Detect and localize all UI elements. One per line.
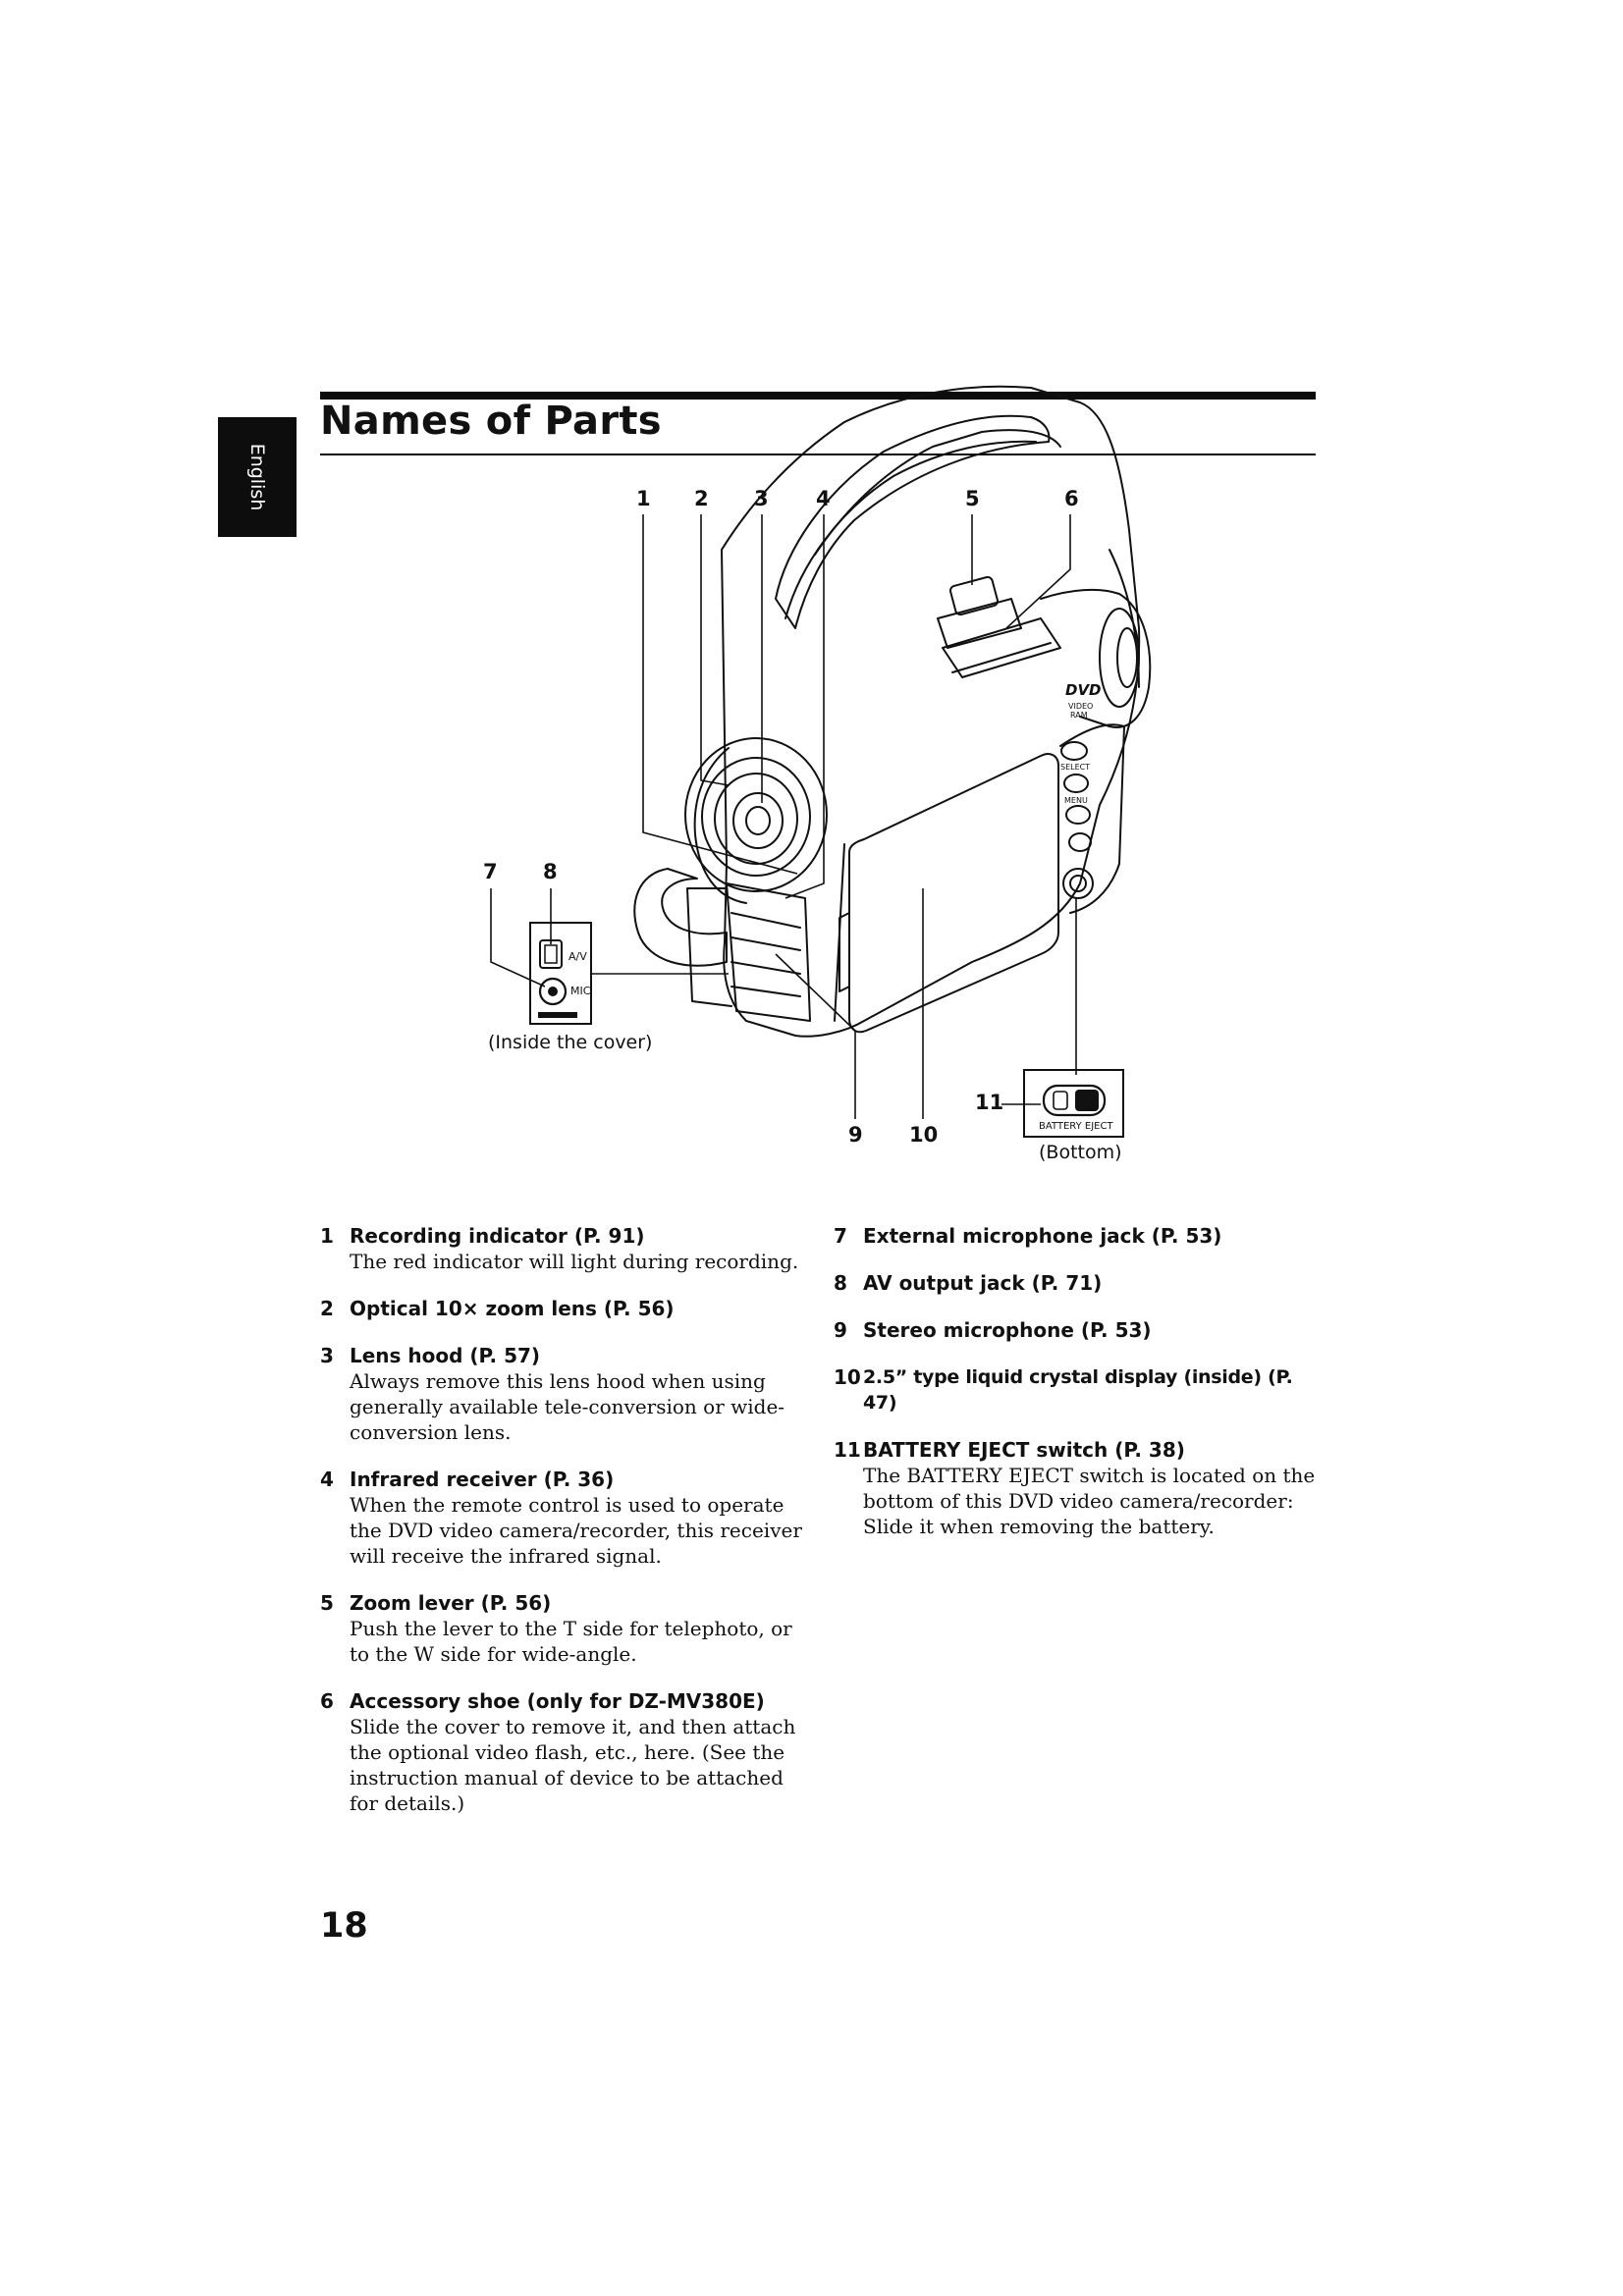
language-tab: English	[218, 417, 297, 537]
part-item: 10 2.5” type liquid crystal display (ins…	[834, 1364, 1325, 1415]
part-description: Always remove this lens hood when using …	[350, 1369, 785, 1444]
zoom-lever	[948, 575, 1000, 616]
dvd-logo-text: DVD	[1065, 681, 1102, 699]
av-jack-label: A/V	[568, 950, 587, 963]
part-number: 7	[834, 1224, 847, 1248]
part-item: 5 Zoom lever (P. 56) Push the lever to t…	[320, 1590, 811, 1667]
part-number: 3	[320, 1344, 334, 1367]
part-title: External microphone jack (P. 53)	[863, 1224, 1222, 1248]
bottom-caption: (Bottom)	[1039, 1142, 1122, 1163]
page-number: 18	[320, 1906, 368, 1946]
part-item: 6 Accessory shoe (only for DZ-MV380E) Sl…	[320, 1688, 811, 1816]
part-item: 7 External microphone jack (P. 53)	[834, 1223, 1325, 1249]
eject-button	[1063, 774, 1089, 793]
mic-jack-label: MIC	[570, 985, 591, 997]
lcd-panel	[848, 753, 1059, 1034]
part-description: When the remote control is used to opera…	[350, 1493, 802, 1568]
part-title: Recording indicator (P. 91)	[350, 1224, 645, 1248]
part-title: Lens hood (P. 57)	[350, 1344, 541, 1367]
mic-jack	[538, 977, 568, 1006]
part-number: 4	[320, 1468, 334, 1491]
part-number: 1	[320, 1224, 334, 1248]
part-title: Stereo microphone (P. 53)	[863, 1318, 1152, 1342]
callout-8: 8	[543, 860, 558, 883]
page-title: Names of Parts	[320, 399, 662, 444]
callout-numbers: 1 2 3 4 5 6 7 8 9 10 11	[483, 487, 1079, 1147]
part-number: 9	[834, 1318, 847, 1342]
stereo-microphone-block	[726, 882, 811, 1022]
callout-9: 9	[848, 1123, 863, 1147]
part-description: The BATTERY EJECT switch is located on t…	[863, 1464, 1316, 1538]
part-title: BATTERY EJECT switch (P. 38)	[863, 1438, 1185, 1462]
header-rule-top	[320, 392, 1316, 400]
header-rule-bottom	[320, 454, 1316, 455]
stop-button	[1068, 832, 1092, 852]
parts-list-left: 1 Recording indicator (P. 91) The red in…	[320, 1223, 811, 1838]
select-label: SELECT	[1060, 763, 1090, 772]
part-title: Optical 10× zoom lens (P. 56)	[350, 1297, 675, 1320]
part-description: Slide the cover to remove it, and then a…	[350, 1715, 796, 1815]
part-description: Push the lever to the T side for telepho…	[350, 1617, 792, 1666]
part-item: 8 AV output jack (P. 71)	[834, 1270, 1325, 1296]
inside-cover-caption: (Inside the cover)	[488, 1032, 652, 1053]
part-item: 11 BATTERY EJECT switch (P. 38) The BATT…	[834, 1437, 1325, 1539]
part-description: The red indicator will light during reco…	[350, 1250, 799, 1273]
part-title: Zoom lever (P. 56)	[350, 1591, 552, 1615]
av-jack	[539, 939, 563, 969]
camcorder-diagram: DVD VIDEO RAM SELECT MENU 1 2 3 4 5 6 7 …	[483, 385, 1152, 1163]
inside-cover-inset: A/V MIC	[529, 922, 592, 1025]
hand-strap	[775, 414, 1051, 629]
viewfinder	[1040, 588, 1152, 728]
callout-5: 5	[965, 487, 980, 510]
select-button	[1060, 741, 1088, 761]
part-title: Accessory shoe (only for DZ-MV380E)	[350, 1689, 765, 1713]
part-title: AV output jack (P. 71)	[863, 1271, 1103, 1295]
top-grip	[814, 429, 1061, 556]
lens-hood	[684, 737, 828, 892]
part-title: 2.5” type liquid crystal display (inside…	[863, 1366, 1293, 1414]
callout-7: 7	[483, 860, 498, 883]
callout-3: 3	[754, 487, 769, 510]
ram-logo-text: RAM	[1070, 711, 1088, 720]
part-number: 5	[320, 1591, 334, 1615]
part-number: 6	[320, 1689, 334, 1713]
strap-loop	[633, 868, 728, 967]
leader-lines	[490, 514, 1077, 1119]
part-item: 2 Optical 10× zoom lens (P. 56)	[320, 1296, 811, 1321]
menu-button	[1065, 805, 1091, 825]
part-item: 9 Stereo microphone (P. 53)	[834, 1317, 1325, 1343]
parts-list-right: 7 External microphone jack (P. 53) 8 AV …	[834, 1223, 1325, 1561]
menu-label: MENU	[1064, 796, 1088, 805]
lens	[701, 757, 811, 877]
callout-2: 2	[694, 487, 709, 510]
callout-10: 10	[909, 1123, 938, 1147]
part-item: 4 Infrared receiver (P. 36) When the rem…	[320, 1467, 811, 1569]
callout-1: 1	[636, 487, 651, 510]
part-item: 3 Lens hood (P. 57) Always remove this l…	[320, 1343, 811, 1445]
part-number: 2	[320, 1297, 334, 1320]
side-cover	[686, 887, 732, 1007]
video-logo-text: VIDEO	[1068, 702, 1093, 711]
callout-11: 11	[975, 1091, 1003, 1114]
callout-6: 6	[1064, 487, 1079, 510]
part-title: Infrared receiver (P. 36)	[350, 1468, 615, 1491]
part-number: 10	[834, 1365, 861, 1389]
part-number: 8	[834, 1271, 847, 1295]
battery-eject-switch	[1042, 1084, 1107, 1117]
bottom-inset: BATTERY EJECT	[1023, 1069, 1124, 1138]
battery-eject-label: BATTERY EJECT	[1039, 1121, 1113, 1132]
accessory-shoe	[942, 617, 1061, 678]
part-number: 11	[834, 1438, 861, 1462]
part-item: 1 Recording indicator (P. 91) The red in…	[320, 1223, 811, 1274]
camera-body-text: DVD VIDEO RAM SELECT MENU	[1060, 681, 1102, 805]
joystick	[1062, 868, 1094, 899]
callout-4: 4	[816, 487, 831, 510]
